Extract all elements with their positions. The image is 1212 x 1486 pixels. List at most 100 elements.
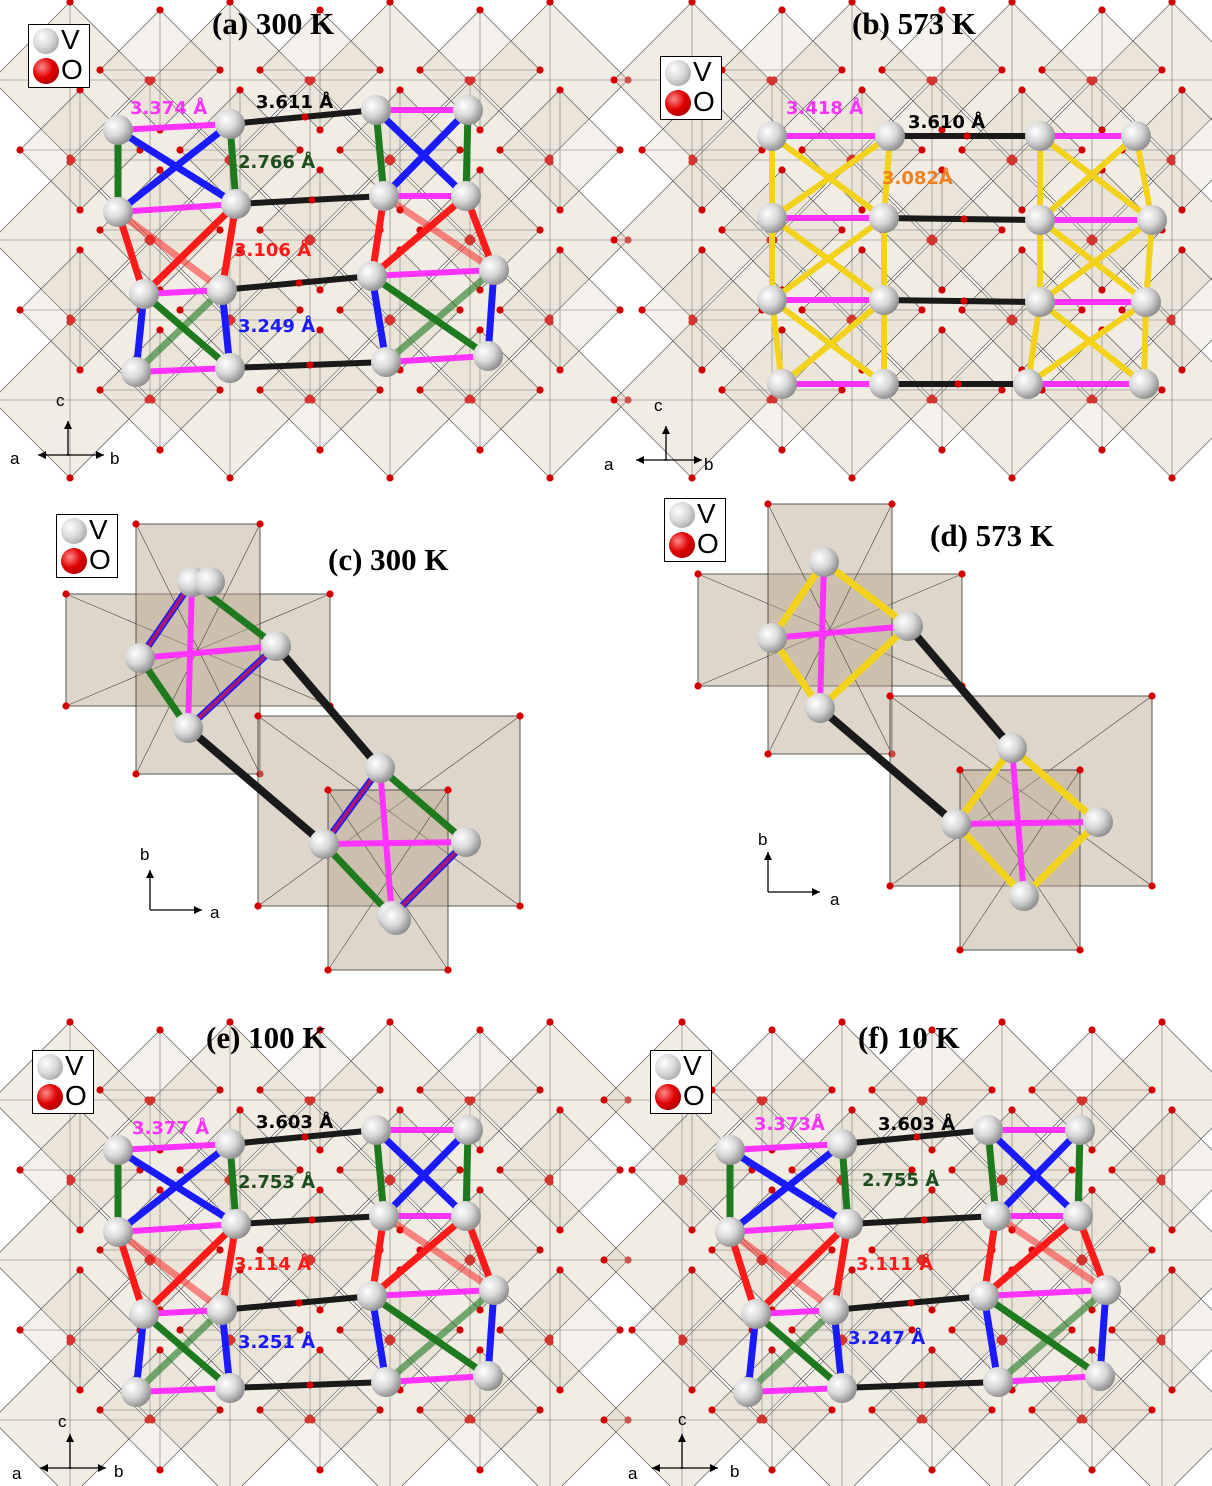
oxygen-atom [938, 286, 946, 294]
oxygen-atom [768, 1346, 776, 1354]
oxygen-atom [1158, 66, 1166, 74]
oxygen-atom [778, 446, 786, 454]
vanadium-atom [451, 1201, 481, 1231]
vanadium-atom [361, 95, 391, 125]
v-v-bond [133, 1385, 233, 1395]
v-v-bond [1008, 744, 1102, 826]
oxygen-atom [764, 750, 772, 758]
oxygen-atom [1108, 1326, 1116, 1334]
oxygen-atom [66, 1338, 74, 1346]
oxygen-atom [1088, 1026, 1096, 1034]
oxygen-atom [16, 1326, 24, 1334]
axis-arrowhead [812, 888, 820, 896]
oxygen-atom [496, 146, 504, 154]
oxygen-atom [386, 474, 394, 482]
axis-c-label-b: c [654, 396, 663, 415]
vanadium-atom [371, 347, 401, 377]
oxygen-atom [600, 1416, 608, 1424]
axis-arrowhead [66, 1434, 74, 1442]
oxygen-atom [998, 66, 1006, 74]
v-v-bond [115, 121, 233, 133]
oxygen-atom [386, 1338, 394, 1346]
oxygen-atom-icon [37, 1084, 63, 1110]
oxygen-atom [1098, 446, 1106, 454]
oxygen-atom [764, 500, 772, 508]
structure-c [62, 520, 524, 974]
vanadium-atom [207, 1295, 237, 1325]
oxygen-atom [66, 1178, 74, 1186]
oxygen-atom [768, 78, 776, 86]
oxygen-atom [698, 366, 706, 374]
oxygen-atom-icon [33, 58, 59, 84]
oxygen-atom [928, 78, 936, 86]
oxygen-atom [66, 1018, 74, 1026]
oxygen-atom [396, 86, 404, 94]
oxygen-atom [254, 902, 262, 910]
distance-red-e: 3.114 Å [234, 1254, 312, 1275]
oxygen-atom [386, 1018, 394, 1026]
axis-b-label-d: b [758, 830, 768, 849]
axis-a-label-f: a [628, 1464, 638, 1483]
v-v-bond [980, 1212, 1082, 1300]
oxygen-atom [1078, 1258, 1086, 1266]
oxygen-atom [96, 1406, 104, 1414]
v-v-bond [140, 1310, 234, 1392]
oxygen-atom [918, 1258, 926, 1266]
oxygen-atom [616, 306, 624, 314]
vanadium-atom-icon [655, 1054, 681, 1080]
oxygen-atom [1088, 1346, 1096, 1354]
oxygen-atom [760, 1416, 768, 1424]
oxygen-atom [1178, 366, 1186, 374]
panel-b-title: (b) 573 K [852, 6, 976, 41]
vanadium-atom [757, 285, 787, 315]
oxygen-atom [918, 146, 926, 154]
oxygen-atom [913, 1133, 921, 1141]
v-v-bond [376, 764, 470, 846]
vanadium-atom-icon [33, 28, 59, 54]
oxygen-atom [336, 306, 344, 314]
vanadium-atom [173, 713, 203, 743]
v-v-bond [383, 1373, 491, 1385]
oxygen-atom [301, 113, 309, 121]
oxygen-atom [216, 66, 224, 74]
oxygen-atom [256, 226, 264, 234]
oxygen-atom [66, 0, 74, 6]
oxygen-atom [908, 1326, 916, 1334]
oxygen-atom [920, 1416, 928, 1424]
axis-b-label-b: b [704, 455, 714, 474]
oxygen-atom [476, 1026, 484, 1034]
oxygen-atom [254, 712, 262, 720]
distance-blue-f: 3.247 Å [848, 1328, 926, 1349]
oxygen-atom [556, 246, 564, 254]
v-v-bond [752, 1310, 846, 1392]
oxygen-atom [1168, 1266, 1176, 1274]
oxygen-atom [610, 236, 618, 244]
oxygen-atom [908, 1166, 916, 1174]
vanadium-atom [121, 357, 151, 387]
panel-b: (b) 573 K V O 3.418 Å 3.610 Å 3.082Å c a… [604, 0, 1212, 482]
distance-black-f: 3.603 Å [878, 1114, 956, 1135]
v-v-bond [368, 192, 470, 280]
v-v-bond [769, 133, 893, 221]
oxygen-atom [536, 1246, 544, 1254]
oxygen-atom [386, 318, 394, 326]
vanadium-atom [309, 829, 339, 859]
v-v-bond [1037, 217, 1155, 305]
distance-green-e: 2.753 Å [238, 1172, 316, 1193]
oxygen-atom [546, 0, 554, 6]
oxygen-atom [678, 1338, 686, 1346]
axis-c-label-a: c [56, 391, 65, 410]
oxygen-atom [296, 146, 304, 154]
oxygen-atom [516, 712, 524, 720]
oxygen-atom [496, 1166, 504, 1174]
vanadium-atom [767, 369, 797, 399]
vanadium-atom [757, 203, 787, 233]
oxygen-atom [688, 1266, 696, 1274]
oxygen-atom [324, 966, 332, 974]
oxygen-atom-icon [655, 1084, 681, 1110]
oxygen-atom [788, 1326, 796, 1334]
axis-c-label-e: c [58, 1412, 67, 1431]
oxygen-atom [308, 196, 316, 204]
oxygen-atom [886, 882, 894, 890]
oxygen-atom [1168, 0, 1176, 6]
